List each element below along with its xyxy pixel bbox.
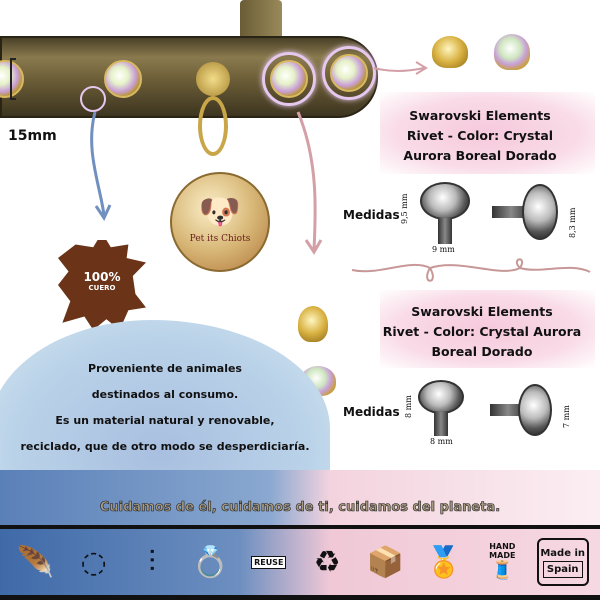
decorative-squiggle	[351, 258, 591, 282]
tag-ring	[198, 96, 228, 156]
d-ring	[196, 62, 230, 96]
tag-engraving-text: Pet its Chiots	[189, 234, 251, 244]
height-dimension: 8 mm	[404, 395, 413, 418]
pink-watercolor	[380, 290, 595, 368]
blue-arrow	[90, 111, 112, 222]
handmade-icon: HAND MADE 🧵	[478, 536, 526, 588]
chihuahua-engraving-icon: 🐶	[198, 192, 242, 232]
plant-box-icon: 📦	[366, 544, 405, 580]
badge-label: CUERO	[88, 284, 116, 292]
padded-feather-icon: 🪶	[16, 544, 54, 580]
title-line: Boreal Dorado	[431, 344, 533, 359]
width-bracket	[10, 58, 16, 100]
pink-arrow-down	[296, 111, 323, 255]
collar-width-label: 15mm	[8, 128, 57, 144]
title-line: Rivet - Color: Crystal	[406, 128, 554, 143]
spain-text: Spain	[542, 561, 583, 578]
quality-award-hands-icon: 🏅	[425, 544, 463, 580]
width-dimension: 9 mm	[432, 245, 455, 254]
measures-label: Medidas	[343, 405, 400, 419]
crystal-rivet-photo	[494, 34, 530, 70]
rivet-stem-side	[490, 404, 526, 416]
rivet-stem	[438, 218, 452, 244]
rivet-side-diagram	[522, 184, 558, 240]
rivet-front-diagram	[418, 380, 464, 414]
reuse-bag-icon: REUSE	[245, 536, 293, 588]
tagline: Cuidamos de él, cuidamos de ti, cuidamos…	[99, 500, 501, 516]
rivet-side-diagram	[518, 384, 552, 436]
handmade-line: MADE	[489, 551, 516, 560]
features-icon-band: 🪶 ◌ ⫶ 💍 REUSE ♻ 📦 🏅 HAND MADE 🧵 Made in …	[0, 525, 600, 600]
diameter-dimension: 7 mm	[562, 405, 571, 428]
title-line: Aurora Boreal Dorado	[403, 148, 557, 163]
description-line: Proveniente de animales	[88, 362, 242, 375]
highlight-circle	[262, 52, 316, 106]
title-line: Rivet - Color: Crystal Aurora	[382, 324, 582, 339]
rivet-front-diagram	[420, 182, 470, 220]
tagline-background	[0, 470, 600, 526]
badge-percent: 100%	[83, 270, 121, 284]
leather-highlight-circle	[80, 86, 106, 112]
measures-label: Medidas	[343, 208, 400, 222]
description-line: Es un material natural y renovable,	[55, 414, 275, 427]
leather-hide-icon: ◌	[80, 544, 107, 580]
crystal-rivet	[270, 60, 308, 98]
handmade-line: HAND	[489, 542, 516, 551]
reuse-label: REUSE	[251, 555, 287, 569]
gold-rivet-photo	[298, 306, 328, 342]
title-line: Swarovski Elements	[411, 304, 553, 319]
rivet-large-title: Swarovski Elements Rivet - Color: Crysta…	[370, 106, 590, 166]
thread-spool-icon: 🧵	[491, 560, 514, 581]
description-line: destinados al consumo.	[91, 388, 239, 401]
diamond-ring-icon: 💍	[191, 544, 230, 580]
description-line: reciclado, que de otro modo se desperdic…	[20, 440, 310, 453]
title-line: Swarovski Elements	[409, 108, 551, 123]
crystal-rivet	[330, 54, 368, 92]
width-dimension: 8 mm	[430, 437, 453, 446]
height-dimension: 9,5 mm	[400, 193, 409, 224]
recycle-icon: ♻	[313, 544, 341, 580]
highlight-circle	[322, 46, 376, 100]
pink-watercolor	[380, 92, 595, 174]
stitched-layers-icon: ⫶	[148, 544, 156, 580]
engraved-tag: 🐶 Pet its Chiots	[170, 172, 270, 272]
gold-rivet-side-photo	[432, 36, 468, 68]
rivet-small-title: Swarovski Elements Rivet - Color: Crysta…	[372, 302, 592, 362]
diameter-dimension: 8,3 mm	[568, 207, 577, 238]
collar-strap-keeper	[240, 0, 282, 40]
made-in-text: Made in	[540, 548, 586, 559]
rivet-stem-side	[492, 206, 530, 218]
rivet-stem	[434, 412, 448, 436]
crystal-rivet	[104, 60, 142, 98]
made-in-spain-badge: Made in Spain	[536, 538, 589, 586]
pink-arrow-right	[373, 61, 428, 75]
